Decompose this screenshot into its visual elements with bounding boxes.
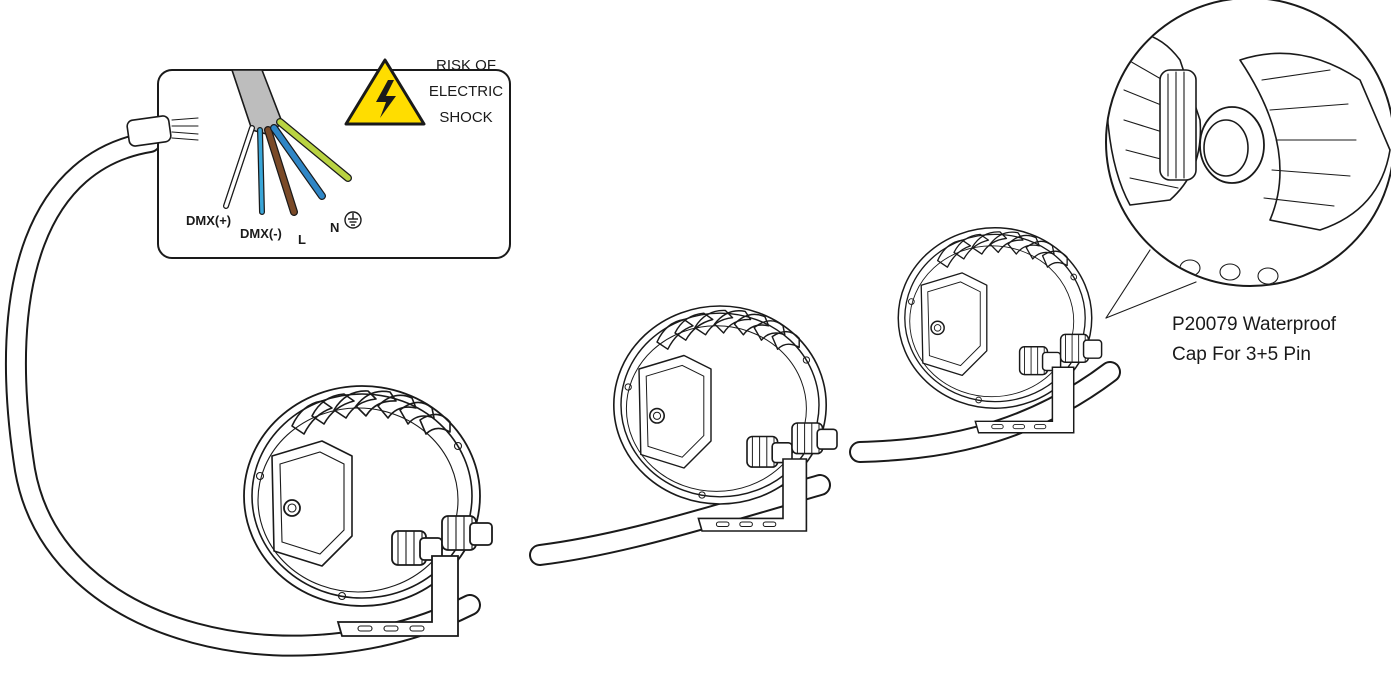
ground-symbol-icon (344, 211, 362, 229)
fixture-2 (612, 305, 838, 532)
warning-line-2: ELECTRIC (429, 83, 503, 100)
wiring-box: DMX(+) DMX(-) L N RISK OF ELECTRIC SHOCK (126, 57, 511, 259)
fixture-1 (243, 385, 493, 637)
high-voltage-warning-icon (344, 58, 426, 126)
callout-line-1: P20079 Waterproof (1172, 314, 1337, 335)
label-dmx-plus: DMX(+) (186, 213, 231, 228)
label-n: N (330, 220, 339, 235)
label-l: L (298, 232, 306, 247)
label-dmx-minus: DMX(-) (240, 226, 282, 241)
detail-magnifier (1105, 0, 1391, 319)
callout-line-2: Cap For 3+5 Pin (1172, 344, 1311, 365)
fixture-3 (897, 227, 1103, 434)
warning-line-1: RISK OF (436, 57, 496, 74)
warning-line-3: SHOCK (439, 109, 492, 126)
